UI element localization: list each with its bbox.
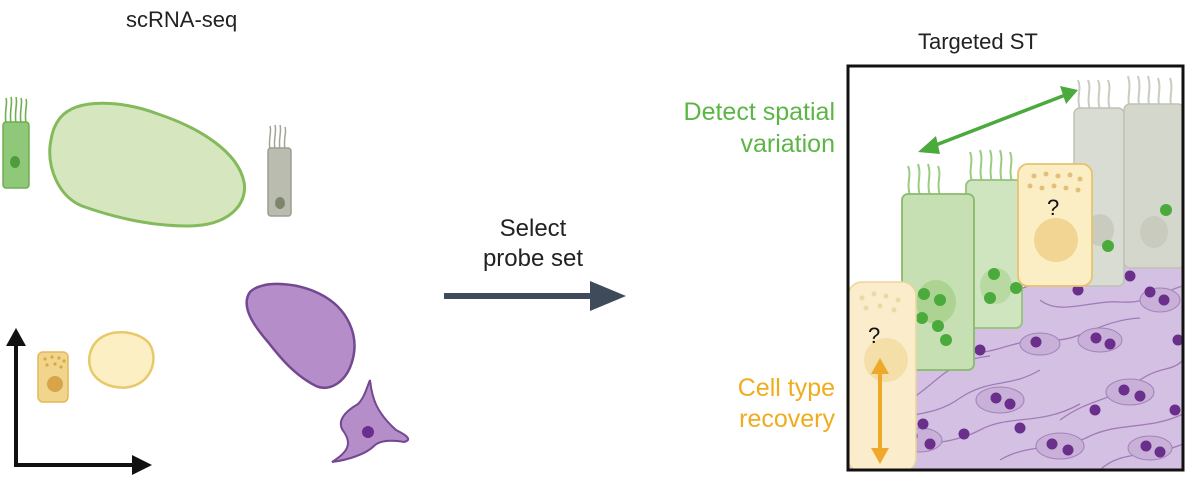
purple-cluster-blob bbox=[245, 282, 356, 389]
cell-type-recovery-label: Cell type recovery bbox=[738, 373, 835, 434]
targeted-st-title: Targeted ST bbox=[918, 29, 1038, 54]
grey-ciliated-cell bbox=[267, 124, 292, 217]
grey-epithelial-cells bbox=[1073, 75, 1183, 287]
spatial-variation-label: Detect spatial variation bbox=[684, 96, 835, 160]
select-probe-arrow bbox=[444, 281, 626, 311]
tissue-section bbox=[848, 66, 1183, 470]
cell-type-recovery-arrow bbox=[871, 358, 889, 464]
unknown-mark-bottom: ? bbox=[868, 323, 881, 348]
spatial-variation-line1: Detect spatial bbox=[683, 98, 835, 126]
green-ciliated-cell bbox=[2, 96, 30, 189]
select-probe-set-label: Select probe set bbox=[440, 214, 626, 274]
select-probe-line2: probe set bbox=[482, 245, 584, 272]
purple-stromal-cell bbox=[331, 379, 410, 463]
recovery-line2: recovery bbox=[739, 404, 835, 433]
select-probe-line1: Select bbox=[499, 215, 567, 242]
yellow-cell bbox=[37, 351, 69, 403]
recovery-line1: Cell type bbox=[737, 374, 835, 402]
scrna-seq-title: scRNA-seq bbox=[126, 7, 238, 32]
spatial-variation-line2: variation bbox=[740, 130, 836, 158]
targeted-st-frame bbox=[846, 64, 1185, 472]
yellow-unknown-cell-top bbox=[1017, 163, 1093, 287]
spatial-variation-arrow bbox=[918, 86, 1078, 154]
green-cluster-blob bbox=[48, 101, 246, 228]
embedding-axes bbox=[6, 328, 152, 475]
yellow-cluster-blob bbox=[87, 331, 155, 389]
unknown-mark-top: ? bbox=[1047, 195, 1060, 220]
